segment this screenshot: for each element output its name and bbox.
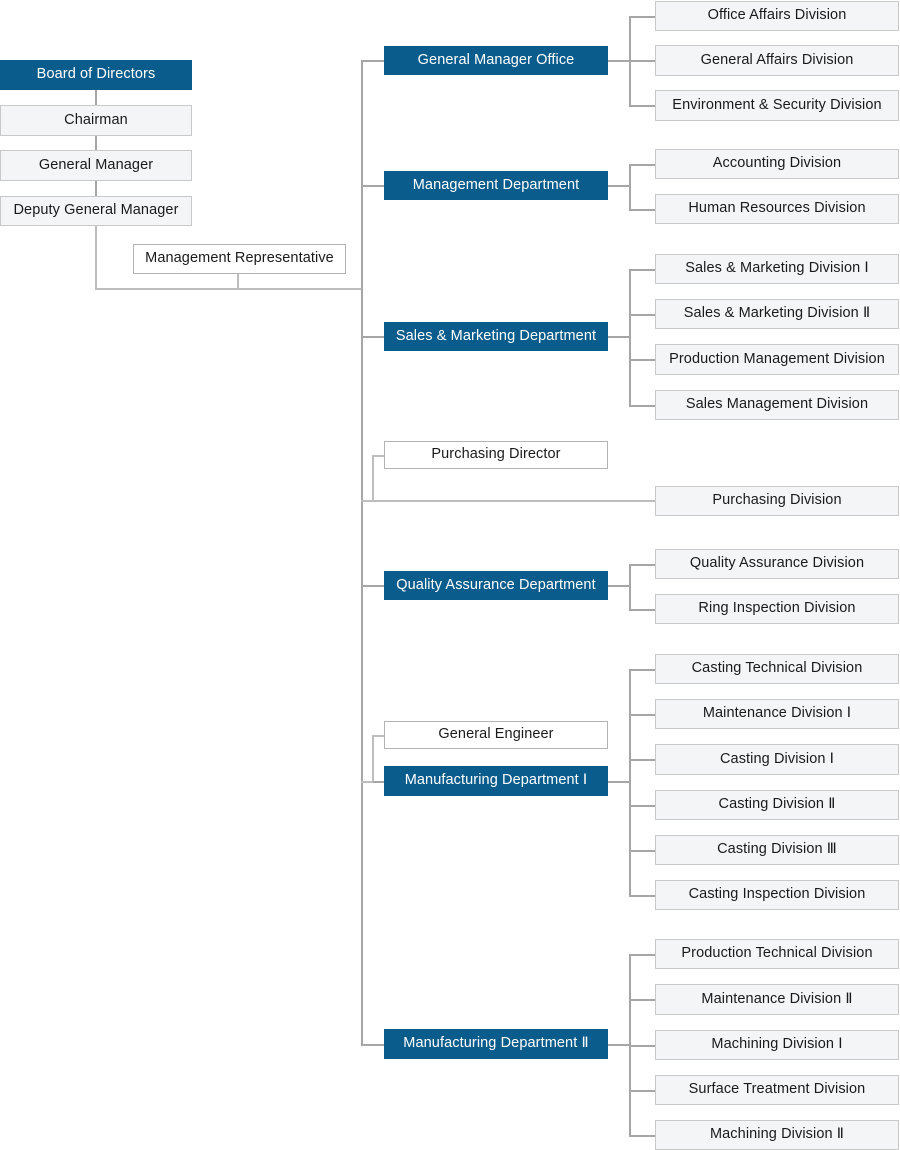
connector-chairman-to-gm	[95, 136, 97, 150]
node-division-quality-assurance[interactable]: Quality Assurance Division	[655, 549, 899, 579]
trunk-stub-sales-marketing-department	[361, 336, 385, 338]
connector-mfg1-to-casting-3	[629, 850, 656, 852]
connector-mfg1-to-casting-inspection	[629, 895, 656, 897]
connector-qad-out	[608, 585, 630, 587]
node-purchasing-director[interactable]: Purchasing Director	[384, 441, 608, 469]
connector-mfg1-to-casting-2	[629, 805, 656, 807]
node-division-production-management[interactable]: Production Management Division	[655, 344, 899, 375]
node-department-general-manager-office[interactable]: General Manager Office	[384, 46, 608, 75]
node-division-maintenance-1[interactable]: Maintenance Division Ⅰ	[655, 699, 899, 729]
connector-mfg2-to-production-technical	[629, 954, 656, 956]
node-division-machining-1[interactable]: Machining Division Ⅰ	[655, 1030, 899, 1060]
connector-mfg2-to-machining-2	[629, 1135, 656, 1137]
connector-mfg2-to-maintenance-2	[629, 999, 656, 1001]
node-department-quality-assurance[interactable]: Quality Assurance Department	[384, 571, 608, 600]
node-department-sales-marketing[interactable]: Sales & Marketing Department	[384, 322, 608, 351]
node-general-engineer[interactable]: General Engineer	[384, 721, 608, 749]
node-division-casting-1[interactable]: Casting Division Ⅰ	[655, 744, 899, 775]
node-division-casting-3[interactable]: Casting Division Ⅲ	[655, 835, 899, 865]
node-division-maintenance-2[interactable]: Maintenance Division Ⅱ	[655, 984, 899, 1015]
connector-board-to-chairman	[95, 90, 97, 105]
node-division-ring-inspection[interactable]: Ring Inspection Division	[655, 594, 899, 624]
connector-qad-to-ring-inspection	[629, 609, 656, 611]
connector-gmo-to-general-affairs	[629, 60, 656, 62]
connector-dgm-down	[95, 226, 97, 289]
connector-md-to-human-resources	[629, 209, 656, 211]
trunk-stub-manufacturing-department-2	[361, 1044, 385, 1046]
connector-smd-to-sales-management	[629, 405, 656, 407]
node-deputy-general-manager[interactable]: Deputy General Manager	[0, 196, 192, 226]
node-division-casting-2[interactable]: Casting Division Ⅱ	[655, 790, 899, 820]
connector-purchasing-branch-vertical	[372, 455, 374, 501]
trunk-stub-quality-assurance-department	[361, 585, 385, 587]
node-department-management[interactable]: Management Department	[384, 171, 608, 200]
connector-md-out	[608, 185, 630, 187]
node-division-purchasing[interactable]: Purchasing Division	[655, 486, 899, 516]
connector-mfg1-spine	[629, 669, 631, 896]
trunk-stub-manufacturing-department-1	[361, 781, 385, 783]
connector-gm-to-dgm	[95, 181, 97, 196]
connector-smd-to-sm-division-1	[629, 269, 656, 271]
connector-general-engineer-bracket	[372, 735, 374, 781]
node-division-surface-treatment[interactable]: Surface Treatment Division	[655, 1075, 899, 1105]
node-division-sales-management[interactable]: Sales Management Division	[655, 390, 899, 420]
node-division-machining-2[interactable]: Machining Division Ⅱ	[655, 1120, 899, 1150]
node-department-manufacturing-1[interactable]: Manufacturing Department Ⅰ	[384, 766, 608, 796]
connector-mfg1-to-casting-technical	[629, 669, 656, 671]
connector-gmo-to-environment-security	[629, 105, 656, 107]
connector-mfg1-to-maintenance-1	[629, 714, 656, 716]
trunk-stub-general-manager-office	[361, 60, 385, 62]
node-general-manager[interactable]: General Manager	[0, 150, 192, 181]
connector-mgmt-rep-rail	[95, 288, 363, 290]
node-management-representative[interactable]: Management Representative	[133, 244, 346, 274]
node-division-casting-technical[interactable]: Casting Technical Division	[655, 654, 899, 684]
node-division-human-resources[interactable]: Human Resources Division	[655, 194, 899, 224]
node-board-of-directors[interactable]: Board of Directors	[0, 60, 192, 90]
connector-general-engineer-stub	[372, 735, 385, 737]
node-division-accounting[interactable]: Accounting Division	[655, 149, 899, 179]
trunk-stub-management-department	[361, 185, 385, 187]
node-division-sales-marketing-1[interactable]: Sales & Marketing Division Ⅰ	[655, 254, 899, 284]
node-division-office-affairs[interactable]: Office Affairs Division	[655, 1, 899, 31]
trunk-vertical	[361, 60, 363, 1044]
connector-mfg1-to-casting-1	[629, 759, 656, 761]
connector-smd-to-sm-division-2	[629, 314, 656, 316]
connector-gmo-out	[608, 60, 630, 62]
node-division-casting-inspection[interactable]: Casting Inspection Division	[655, 880, 899, 910]
connector-smd-spine	[629, 269, 631, 405]
node-division-production-technical[interactable]: Production Technical Division	[655, 939, 899, 969]
connector-mfg2-to-surface-treatment	[629, 1090, 656, 1092]
connector-general-engineer-to-trunk	[361, 781, 373, 783]
connector-qad-to-quality-assurance-division	[629, 564, 656, 566]
connector-gmo-to-office-affairs	[629, 16, 656, 18]
connector-smd-to-production-management	[629, 359, 656, 361]
node-division-general-affairs[interactable]: General Affairs Division	[655, 45, 899, 76]
node-chairman[interactable]: Chairman	[0, 105, 192, 136]
connector-qad-spine	[629, 564, 631, 609]
connector-mfg1-out	[608, 781, 630, 783]
node-department-manufacturing-2[interactable]: Manufacturing Department Ⅱ	[384, 1029, 608, 1059]
node-division-sales-marketing-2[interactable]: Sales & Marketing Division Ⅱ	[655, 299, 899, 329]
connector-md-spine	[629, 164, 631, 209]
connector-purchasing-division-rail	[361, 500, 656, 502]
connector-smd-out	[608, 336, 630, 338]
connector-mfg2-out	[608, 1044, 630, 1046]
connector-md-to-accounting	[629, 164, 656, 166]
connector-mfg2-to-machining-1	[629, 1045, 656, 1047]
node-division-environment-security[interactable]: Environment & Security Division	[655, 90, 899, 121]
connector-purchasing-director-stub	[372, 455, 385, 457]
connector-mgmt-rep-stub	[237, 274, 239, 289]
